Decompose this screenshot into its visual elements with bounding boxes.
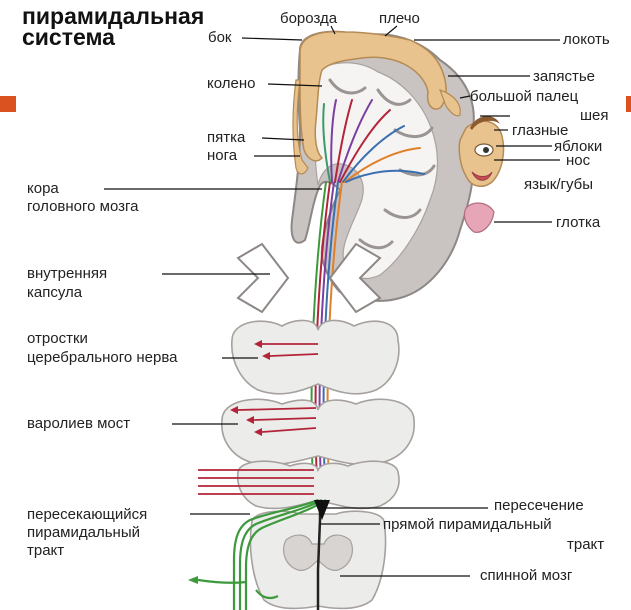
label-peresek-line1: пересекающийся: [27, 507, 147, 523]
diagram-title: пирамидальная система: [22, 6, 204, 48]
label-peresek-line3: тракт: [27, 543, 64, 559]
label-spinnoy: спинной мозг: [480, 568, 572, 584]
homunculus-tongue: [464, 203, 494, 232]
midbrain: [232, 320, 399, 393]
homunculus-pupil: [483, 147, 489, 153]
label-nos: нос: [566, 153, 590, 169]
label-zapyastye: запястье: [533, 69, 595, 85]
label-otrostki-line2: церебрального нерва: [27, 350, 178, 366]
label-plecho: плечо: [379, 11, 420, 27]
label-pryamoy-line2: тракт: [567, 537, 604, 553]
label-kora-line2: головного мозга: [27, 199, 139, 215]
label-most: варолиев мост: [27, 416, 130, 432]
label-borozda: борозда: [280, 11, 337, 27]
label-lokot: локоть: [563, 32, 610, 48]
label-pyatka: пятка: [207, 130, 245, 146]
title-line-2: система: [22, 27, 204, 48]
label-pryamoy-line1: прямой пирамидальный: [383, 517, 552, 533]
label-kapsula-line1: внутренняя: [27, 266, 107, 282]
label-yazyk-guby: язык/губы: [524, 177, 593, 193]
label-peresechenie: пересечение: [494, 498, 584, 514]
label-glaznye: глазные: [512, 123, 568, 139]
label-bok: бок: [208, 30, 232, 46]
crossing-arrow: [188, 576, 198, 584]
label-koleno: колено: [207, 76, 255, 92]
label-peresek-line2: пирамидальный: [27, 525, 140, 541]
label-bolshoy-palets: большой палец: [470, 89, 578, 105]
label-kapsula-line2: капсула: [27, 285, 82, 301]
label-otrostki-line1: отростки: [27, 331, 88, 347]
label-glotka: глотка: [556, 215, 600, 231]
label-kora-line1: кора: [27, 181, 59, 197]
capsule-left: [238, 244, 288, 312]
label-sheya: шея: [580, 108, 609, 124]
label-noga: нога: [207, 148, 237, 164]
